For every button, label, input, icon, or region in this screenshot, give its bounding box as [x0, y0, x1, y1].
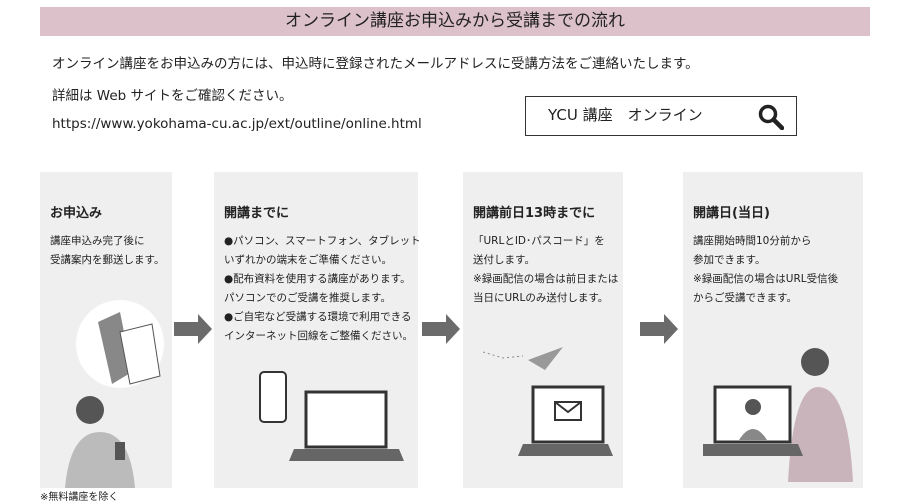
step-heading: 開講までに: [224, 206, 290, 221]
email-laptop-illustration: [483, 347, 613, 456]
footnote: ※無料講座を除く: [40, 492, 119, 503]
step-heading: お申込み: [50, 206, 103, 221]
step-text: ●配布資料を使用する講座があります。: [224, 273, 411, 285]
search-text: YCU 講座 オンライン: [548, 106, 703, 124]
step-text: 参加できます。: [693, 254, 766, 266]
step-text: ※録画配信の場合は前日または: [473, 273, 619, 285]
arrow-right-icon: [422, 314, 460, 344]
step-course-day: 開講日(当日) 講座開始時間10分前から参加できます。 ※録画配信の場合はURL…: [683, 172, 863, 488]
mail-person-illustration: [65, 300, 164, 488]
step-apply: お申込み 講座申込み完了後に受講案内を郵送します。: [40, 172, 172, 488]
step-text: パソコンでのご受講を推奨します。: [224, 292, 391, 304]
step-text: 受講案内を郵送します。: [50, 254, 165, 266]
online-class-illustration: [703, 348, 853, 482]
step-text: 当日にURLのみ送付します。: [473, 292, 609, 304]
step-text: いずれかの端末をご準備ください。: [224, 254, 392, 266]
search-box[interactable]: YCU 講座 オンライン: [525, 96, 797, 136]
intro-text: オンライン講座をお申込みの方には、申込時に登録されたメールアドレスに受講方法をご…: [52, 56, 699, 72]
step-heading: 開講前日13時までに: [473, 206, 596, 221]
intro-detail: 詳細は Web サイトをご確認ください。: [52, 88, 293, 104]
step-day-before: 開講前日13時までに 「URLとID･パスコード」を送付します。 ※録画配信の場…: [463, 172, 623, 488]
step-text: 講座申込み完了後に: [50, 235, 145, 247]
step-text: インターネット回線をご整備ください。: [224, 330, 413, 342]
step-heading: 開講日(当日): [693, 206, 770, 221]
page-title: オンライン講座お申込みから受講までの流れ: [40, 7, 870, 36]
step-text: からご受講できます。: [693, 292, 797, 304]
step-text: ※録画配信の場合はURL受信後: [693, 273, 839, 285]
arrow-right-icon: [174, 314, 212, 344]
step-text: ●パソコン、スマートフォン、タブレット: [224, 235, 421, 247]
website-url[interactable]: https://www.yokohama-cu.ac.jp/ext/outlin…: [52, 116, 422, 132]
devices-illustration: [259, 371, 404, 461]
search-icon: [758, 104, 784, 130]
step-before-course: 開講までに ●パソコン、スマートフォン、タブレットいずれかの端末をご準備ください…: [214, 172, 421, 488]
step-text: 送付します。: [473, 254, 535, 266]
arrow-right-icon: [640, 314, 678, 344]
step-text: ●ご自宅など受講する環境で利用できる: [224, 311, 412, 323]
step-text: 「URLとID･パスコード」を: [473, 235, 605, 247]
step-text: 講座開始時間10分前から: [693, 235, 812, 247]
